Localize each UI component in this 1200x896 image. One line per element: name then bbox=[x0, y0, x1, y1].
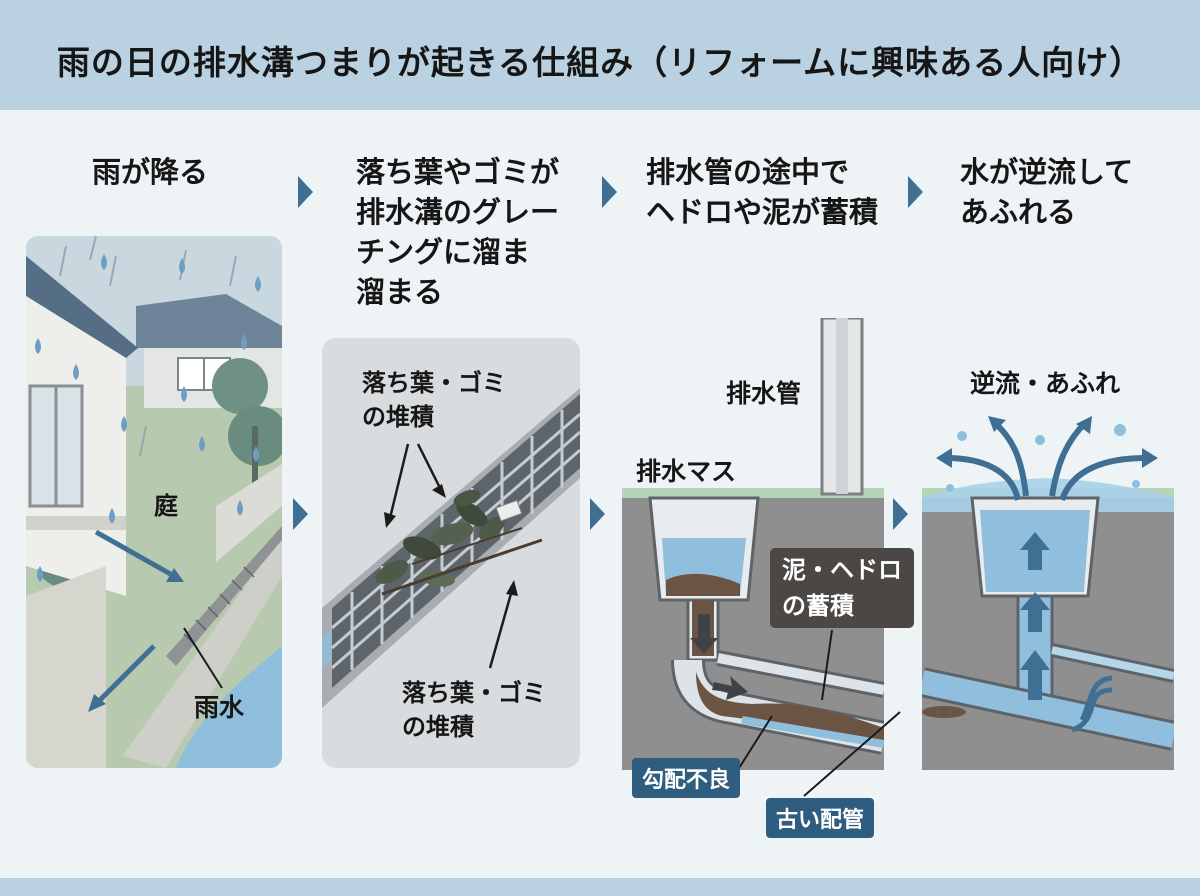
step-3-line-1: 排水管の途中で bbox=[646, 155, 850, 189]
step-4-line-1: 水が逆流して bbox=[960, 155, 1134, 189]
title-bar bbox=[0, 0, 1200, 110]
step-4-line-2: あふれる bbox=[960, 195, 1077, 229]
chevron-right-icon bbox=[298, 176, 313, 208]
step-2-line-1: 落ち葉やゴミが bbox=[356, 155, 560, 189]
debris-label-top: 落ち葉・ゴミ の堆積 bbox=[362, 366, 506, 434]
old-pipe-pointer bbox=[803, 711, 901, 797]
step-1-caption: 雨が降る bbox=[92, 152, 208, 192]
chevron-right-icon bbox=[908, 176, 923, 208]
step-4-caption: 水が逆流して あふれる bbox=[960, 152, 1133, 232]
debris-label-top-line-2: の堆積 bbox=[362, 403, 434, 431]
panel-grating-debris bbox=[322, 338, 580, 768]
drain-pipe-label: 排水管 bbox=[726, 379, 802, 408]
garden-label: 庭 bbox=[154, 492, 178, 520]
page-title: 雨の日の排水溝つまりが起きる仕組み（リフォームに興味ある人向け） bbox=[56, 43, 1144, 82]
debris-label-bottom-line-2: の堆積 bbox=[402, 713, 474, 741]
sludge-label-line-2: の蓄積 bbox=[782, 592, 854, 620]
rain-water-label: 雨水 bbox=[194, 693, 245, 722]
step-1-line-1: 雨が降る bbox=[92, 155, 209, 189]
step-3-caption: 排水管の途中で ヘドロや泥が蓄積 bbox=[646, 152, 878, 232]
step-2-line-3: チングに溜ま bbox=[356, 235, 531, 269]
backflow-label: 逆流・あふれ bbox=[970, 369, 1121, 398]
drain-basin-label: 排水マス bbox=[636, 457, 737, 486]
chevron-right-icon bbox=[590, 498, 605, 530]
flow-arrow-icon bbox=[88, 529, 184, 712]
chevron-right-icon bbox=[893, 498, 908, 530]
panel-pipe-sludge bbox=[622, 318, 884, 770]
old-pipe-tag: 古い配管 bbox=[766, 798, 875, 838]
chevron-right-icon bbox=[293, 498, 308, 530]
sludge-label: 泥・ヘドロ の蓄積 bbox=[770, 548, 914, 628]
sludge-label-line-1: 泥・ヘドロ bbox=[782, 556, 902, 584]
debris-label-bottom: 落ち葉・ゴミ の堆積 bbox=[402, 676, 546, 744]
bottom-bar bbox=[0, 878, 1200, 896]
bad-slope-tag: 勾配不良 bbox=[632, 758, 741, 798]
debris-label-bottom-line-1: 落ち葉・ゴミ bbox=[402, 679, 546, 707]
step-2-line-2: 排水溝のグレー bbox=[356, 195, 560, 229]
step-3-line-2: ヘドロや泥が蓄積 bbox=[646, 195, 879, 229]
step-2-line-4: 溜まる bbox=[356, 275, 444, 309]
rain-drop-icon bbox=[35, 254, 261, 582]
debris-label-top-line-1: 落ち葉・ゴミ bbox=[362, 369, 506, 397]
panel-backflow bbox=[922, 416, 1174, 770]
step-2-caption: 落ち葉やゴミが 排水溝のグレー チングに溜ま 溜まる bbox=[356, 152, 559, 312]
chevron-right-icon bbox=[602, 176, 617, 208]
panel-rain-garden bbox=[26, 236, 282, 768]
